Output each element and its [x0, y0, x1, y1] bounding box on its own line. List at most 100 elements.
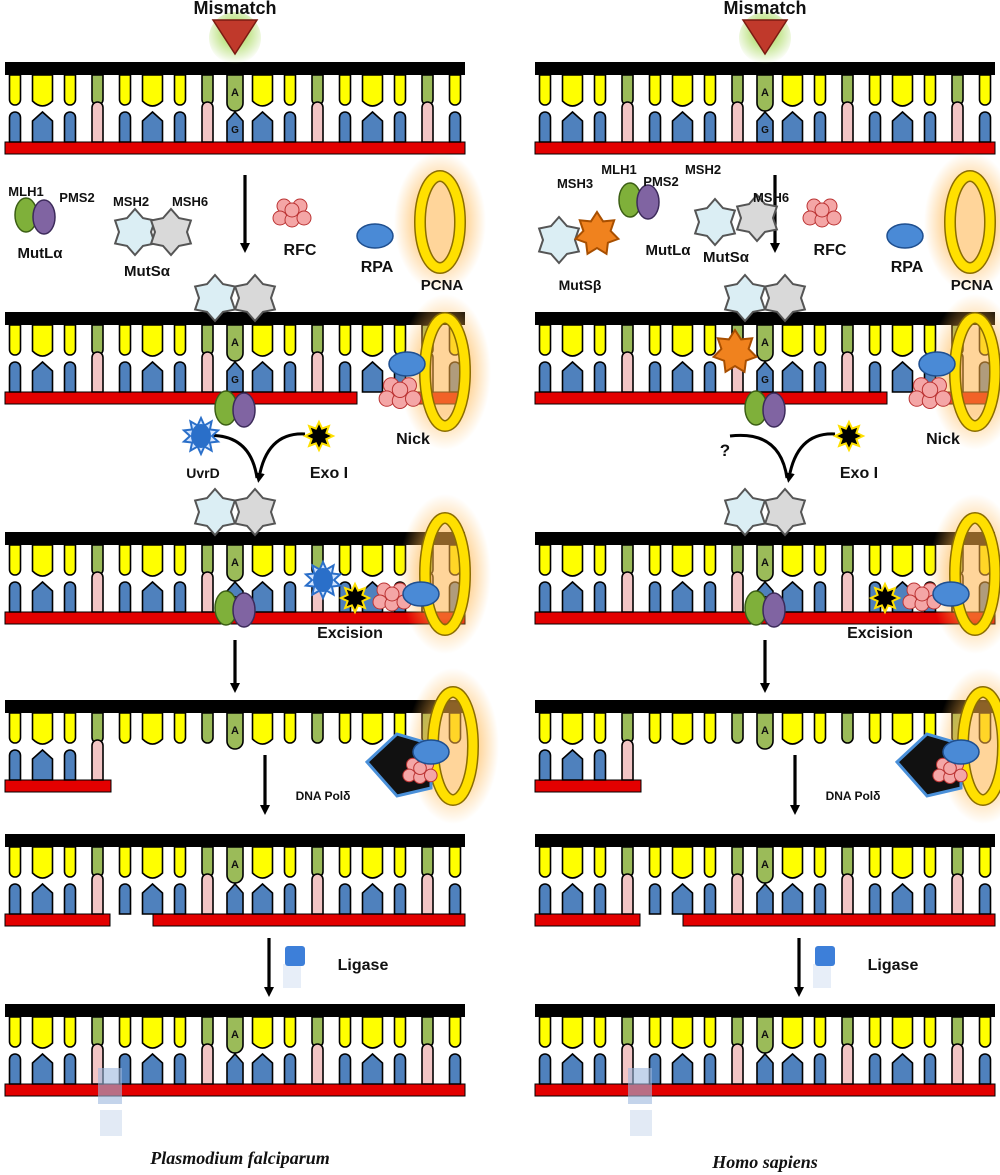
- pcna-clamp: [394, 152, 486, 292]
- curved-arrow: [729, 433, 789, 479]
- base-top: [756, 1016, 774, 1054]
- base-top: [813, 1016, 827, 1048]
- pcna-clamp: [399, 494, 491, 654]
- base-top: [421, 1016, 434, 1048]
- base-top: [538, 324, 552, 356]
- rfc-complex: [902, 582, 942, 612]
- mutl-alpha-label: MutLα: [645, 242, 691, 259]
- mismatch-base-a: A: [761, 337, 769, 349]
- base-bottom: [31, 580, 54, 613]
- base-top: [593, 712, 607, 744]
- base-top: [813, 712, 827, 744]
- base-bottom: [226, 1052, 244, 1085]
- mismatch-base-a: A: [231, 859, 239, 871]
- base-top: [703, 324, 717, 356]
- base-bottom: [201, 571, 214, 613]
- base-top: [781, 1016, 804, 1049]
- mismatch-base-a: A: [761, 1029, 769, 1041]
- mlh1-label: MLH1: [601, 162, 636, 177]
- base-top: [91, 544, 104, 576]
- base-bottom: [63, 581, 77, 613]
- base-top: [283, 544, 297, 576]
- base-bottom: [173, 581, 187, 613]
- rfc-subunit: [921, 381, 939, 398]
- base-bottom: [621, 873, 634, 915]
- base-bottom: [31, 1052, 54, 1085]
- exo1-icon: [302, 419, 336, 453]
- base-top: [226, 712, 244, 750]
- base-top: [731, 712, 744, 744]
- base-top: [91, 1016, 104, 1048]
- base-bottom: [951, 1043, 964, 1085]
- base-top: [621, 712, 634, 744]
- mismatch-base-g: G: [231, 375, 239, 386]
- base-bottom: [703, 581, 717, 613]
- base-top: [781, 544, 804, 577]
- base-top: [118, 544, 132, 576]
- base-top: [201, 846, 214, 878]
- base-bottom: [311, 873, 324, 915]
- rfc-subunit: [391, 381, 409, 398]
- base-top: [671, 544, 694, 577]
- ligase-shadow: [283, 964, 301, 988]
- base-bottom: [173, 111, 187, 143]
- bottom-strand: [152, 913, 466, 927]
- mismatch-base-g: G: [761, 375, 769, 386]
- dna-duplex: AG: [4, 62, 466, 155]
- base-top: [173, 1016, 187, 1048]
- base-top: [621, 324, 634, 356]
- base-top: [31, 544, 54, 577]
- muts-alpha-label: MutSα: [124, 263, 171, 280]
- base-top: [813, 846, 827, 878]
- base-bottom: [63, 361, 77, 393]
- caption-plasmodium: Plasmodium falciparum: [149, 1148, 330, 1168]
- ligase-body: [285, 946, 305, 966]
- base-bottom: [621, 739, 634, 781]
- base-top: [226, 544, 244, 582]
- exo1-icon: [338, 581, 372, 615]
- msh2-icon: [723, 487, 767, 537]
- base-bottom: [118, 883, 132, 915]
- base-bottom: [781, 882, 804, 915]
- base-bottom: [283, 361, 297, 393]
- base-top: [448, 1016, 462, 1048]
- base-bottom: [648, 883, 662, 915]
- base-top: [951, 74, 964, 106]
- rpa-protein: [918, 351, 956, 377]
- base-bottom: [361, 110, 384, 143]
- base-top: [448, 74, 462, 106]
- base-top: [756, 544, 774, 582]
- dna-pol-delta-label: DNA Polδ: [826, 789, 881, 803]
- rfc-subunit: [826, 210, 842, 226]
- base-bottom: [538, 361, 552, 393]
- pcna-clamp: [929, 294, 1000, 450]
- base-bottom: [756, 360, 774, 393]
- bottom-strand: [4, 391, 358, 405]
- base-top: [841, 544, 854, 576]
- base-bottom: [141, 360, 164, 393]
- mismatch-base-a: A: [761, 725, 769, 737]
- bottom-strand: [534, 141, 996, 155]
- base-bottom: [621, 351, 634, 393]
- bottom-strand: [4, 141, 466, 155]
- pms2-subunit: [762, 392, 786, 428]
- pcna-clamp: [924, 152, 1000, 292]
- base-bottom: [63, 111, 77, 143]
- curved-arrow: [254, 432, 306, 483]
- base-top: [648, 544, 662, 576]
- ligase-body: [815, 946, 835, 966]
- muts-alpha-label: MutSα: [703, 249, 750, 266]
- bottom-strand: [4, 779, 112, 793]
- ligation-highlight: [628, 1068, 652, 1104]
- pcna-clamp: [399, 294, 491, 450]
- base-bottom: [141, 882, 164, 915]
- base-top: [283, 846, 297, 878]
- pcna-ring: [420, 313, 470, 431]
- msh3-label: MSH3: [557, 176, 593, 191]
- pcna-ring: [945, 171, 995, 273]
- base-top: [648, 324, 662, 356]
- base-top: [8, 846, 22, 878]
- base-top: [891, 74, 914, 107]
- rfc-complex: [378, 377, 422, 409]
- base-bottom: [593, 111, 607, 143]
